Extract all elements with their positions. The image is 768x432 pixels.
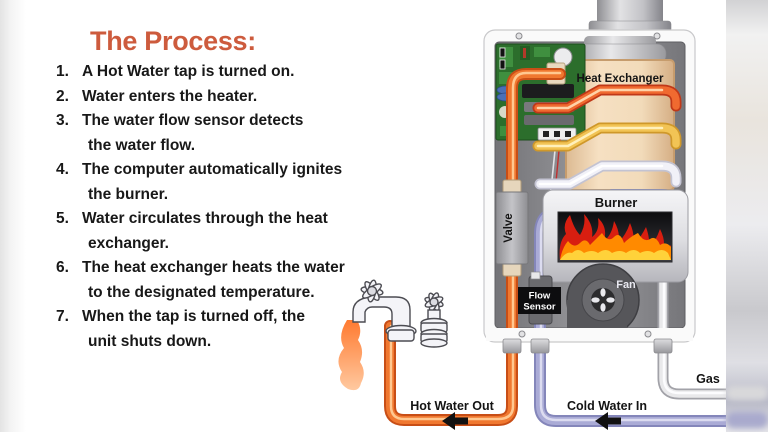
pipe-gas xyxy=(657,262,750,400)
label-cold-water-in: Cold Water In xyxy=(567,399,647,413)
label-hot-water-out: Hot Water Out xyxy=(410,399,494,413)
pipe-connector-nuts xyxy=(502,338,673,354)
burner-label: Burner xyxy=(595,195,638,210)
arrow-left-cold xyxy=(595,412,621,430)
step-line: 4.The computer automatically ignites xyxy=(56,161,343,178)
flow-sensor: Flow Sensor xyxy=(518,271,561,325)
step-line: 1.A Hot Water tap is turned on. xyxy=(56,63,295,80)
page-title: The Process: xyxy=(90,26,256,56)
process-steps-list: 1.A Hot Water tap is turned on. 2.Water … xyxy=(34,60,386,354)
step-line: unit shuts down. xyxy=(88,332,212,350)
flow-sensor-label-line1: Flow xyxy=(529,291,551,302)
faucet xyxy=(338,279,448,391)
step-line: to the designated temperature. xyxy=(88,283,315,301)
step-line: the burner. xyxy=(88,185,169,203)
pipe-warm-zigzag xyxy=(532,122,682,152)
fan-blades-icon xyxy=(591,288,615,312)
fan-label: Fan xyxy=(616,279,636,291)
step-line: the water flow. xyxy=(88,136,196,154)
burner-flames xyxy=(559,214,671,260)
faucet-handle-right xyxy=(424,292,444,312)
vent-pipe xyxy=(588,0,672,33)
burner: Burner xyxy=(542,189,689,283)
step-line: exchanger. xyxy=(88,234,169,252)
pipe-hot-zigzag xyxy=(532,84,682,114)
flow-sensor-label-line2: Sensor xyxy=(523,302,556,313)
unit-bottom-strip xyxy=(486,328,693,341)
step-line: 5.Water circulates through the heat xyxy=(56,210,328,227)
step-line: 6.The heat exchanger heats the water xyxy=(56,259,345,276)
step-line: 2.Water enters the heater. xyxy=(56,87,258,105)
pipe-tempered-zigzag xyxy=(534,160,682,190)
step-line: 3.The water flow sensor detects xyxy=(56,112,304,129)
valve-label: Valve xyxy=(503,213,515,242)
case-screws xyxy=(515,32,661,338)
step-line: 7.When the tap is turned off, the xyxy=(56,308,306,325)
arrow-left-hot xyxy=(442,412,468,430)
pipe-hot-outlet xyxy=(384,68,566,426)
valve: Valve xyxy=(495,179,529,277)
hot-water-stream xyxy=(338,320,364,391)
fan: Fan xyxy=(566,263,640,337)
heat-exchanger-label: Heat Exchanger xyxy=(577,73,664,85)
label-gas: Gas xyxy=(696,372,720,386)
faucet-handle-left xyxy=(360,279,384,303)
